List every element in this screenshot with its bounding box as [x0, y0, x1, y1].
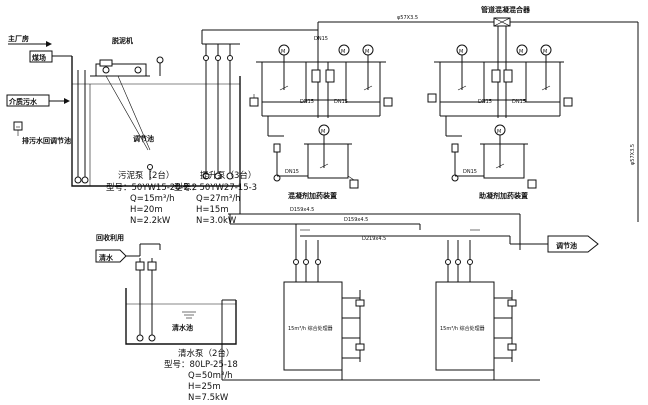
- svg-text:脱泥机: 脱泥机: [112, 36, 133, 45]
- svg-text:φ57X3.5: φ57X3.5: [397, 15, 418, 21]
- svg-text:DN15: DN15: [334, 99, 348, 105]
- svg-text:型号：50YW15-20-2.2: 型号：50YW15-20-2.2: [106, 183, 197, 193]
- flocculant-prep-tank: M DN15: [445, 116, 537, 189]
- reuse-label: 回收利用: [96, 233, 124, 242]
- svg-text:M: M: [497, 129, 501, 135]
- svg-text:N=7.5kW: N=7.5kW: [188, 393, 229, 401]
- svg-text:M: M: [321, 129, 325, 135]
- svg-text:管道混凝混合器: 管道混凝混合器: [481, 5, 531, 14]
- coagulant-motors: M M M DN15: [278, 36, 374, 56]
- svg-text:15m³/h 综合处理器: 15m³/h 综合处理器: [440, 325, 485, 332]
- svg-text:N=3.0kW: N=3.0kW: [196, 216, 237, 226]
- svg-text:回收利用: 回收利用: [96, 233, 124, 242]
- dewatering-machine: 脱泥机: [90, 36, 164, 151]
- svg-text:Q=27m³/h: Q=27m³/h: [196, 194, 241, 204]
- clear-water-box: 清水: [95, 243, 161, 263]
- drain-to-pool-label: 排污水回调节池: [13, 121, 71, 145]
- clear-pool: 清水池: [125, 258, 237, 345]
- svg-text:D219x4.5: D219x4.5: [362, 236, 386, 242]
- sump-tank: [71, 56, 241, 187]
- main-plant-label: 主厂房: [8, 34, 52, 47]
- svg-text:H=20m: H=20m: [130, 205, 163, 215]
- coagulant-prep-tank: M DN15: [267, 116, 359, 189]
- coagulant-tanks: DN15 DN15: [249, 48, 393, 118]
- svg-text:介质污水: 介质污水: [8, 97, 38, 106]
- svg-text:H=25m: H=25m: [188, 382, 221, 392]
- dewater-waste-box: 介质污水: [6, 94, 70, 107]
- svg-text:污泥泵（2台）: 污泥泵（2台）: [118, 170, 174, 181]
- svg-text:DN15: DN15: [300, 99, 314, 105]
- svg-text:型号：50YW27-15-3: 型号：50YW27-15-3: [174, 183, 257, 193]
- flocculant-tanks: DN15 DN15: [427, 44, 573, 118]
- svg-text:D159x4.5: D159x4.5: [344, 217, 368, 223]
- svg-text:15m³/h 综合处理器: 15m³/h 综合处理器: [288, 325, 333, 332]
- svg-text:M: M: [519, 49, 523, 55]
- svg-text:主厂房: 主厂房: [8, 34, 29, 43]
- svg-text:DN15: DN15: [463, 169, 477, 175]
- svg-text:清水泵（2台）: 清水泵（2台）: [178, 348, 234, 359]
- lift-pump-spec: 提升泵（3台） 型号：50YW27-15-3 Q=27m³/h H=15m N=…: [174, 170, 257, 226]
- sludge-pump-spec: 污泥泵（2台） 型号：50YW15-20-2.2 Q=15m³/h H=20m …: [106, 170, 197, 226]
- svg-text:DN15: DN15: [314, 36, 328, 42]
- svg-text:DN15: DN15: [478, 99, 492, 105]
- reactor-left: 15m³/h 综合处理器: [283, 240, 365, 371]
- svg-text:清水: 清水: [99, 253, 114, 262]
- clear-pump-spec: 清水泵（2台） 型号：80LP-25-18 Q=50m³/h H=25m N=7…: [164, 348, 238, 403]
- adjust-pool-arrow: 调节池: [547, 235, 599, 253]
- svg-text:N=2.2kW: N=2.2kW: [130, 216, 171, 226]
- svg-text:DN15: DN15: [512, 99, 526, 105]
- feed-pipes: D159x4.5 D159x4.5 D219x4.5: [228, 186, 548, 250]
- coagulant-device-label: 混凝剂加药装置: [288, 191, 337, 200]
- svg-text:M: M: [543, 49, 547, 55]
- pipe-mixer: 管道混凝混合器: [481, 5, 531, 44]
- svg-text:φ57X3.5: φ57X3.5: [630, 144, 636, 165]
- svg-text:D159x4.5: D159x4.5: [290, 207, 314, 213]
- svg-text:调节池: 调节池: [133, 134, 154, 143]
- svg-text:Q=15m³/h: Q=15m³/h: [130, 194, 175, 204]
- svg-text:助凝剂加药装置: 助凝剂加药装置: [479, 191, 528, 200]
- reactor-right: 15m³/h 综合处理器: [435, 240, 517, 371]
- coal-field-box: 煤场: [29, 50, 72, 63]
- adjust-pool-small-label: 调节池: [133, 134, 154, 143]
- svg-text:M: M: [365, 49, 369, 55]
- flocculant-device-label: 助凝剂加药装置: [479, 191, 528, 200]
- svg-text:清水池: 清水池: [172, 323, 193, 332]
- flocculant-motors: M M M: [456, 44, 552, 56]
- svg-text:M: M: [281, 49, 285, 55]
- svg-text:型号：80LP-25-18: 型号：80LP-25-18: [164, 360, 238, 370]
- svg-text:H=15m: H=15m: [196, 205, 229, 215]
- top-pipe: φ57X3.5 φ57X3.5: [312, 15, 639, 222]
- svg-text:排污水回调节池: 排污水回调节池: [22, 136, 71, 145]
- svg-text:提升泵（3台）: 提升泵（3台）: [200, 170, 256, 181]
- svg-text:混凝剂加药装置: 混凝剂加药装置: [288, 191, 337, 200]
- svg-text:Q=50m³/h: Q=50m³/h: [188, 371, 233, 381]
- svg-text:煤场: 煤场: [32, 53, 46, 62]
- svg-text:M: M: [459, 49, 463, 55]
- svg-text:M: M: [341, 49, 345, 55]
- reactor-outlet-pipes: [221, 300, 540, 381]
- svg-text:调节池: 调节池: [556, 241, 577, 250]
- lift-pumps: [201, 29, 312, 180]
- svg-text:DN15: DN15: [285, 169, 299, 175]
